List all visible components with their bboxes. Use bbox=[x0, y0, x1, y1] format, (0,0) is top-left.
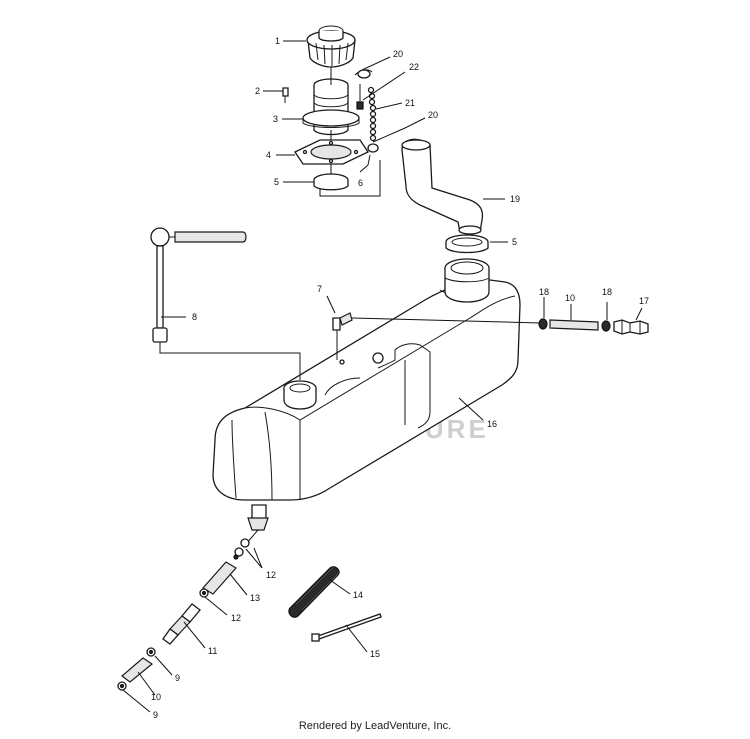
callout-4: 4 bbox=[266, 150, 271, 160]
callout-22: 22 bbox=[409, 62, 419, 72]
callout-6: 6 bbox=[358, 178, 363, 188]
fuel-line-lower bbox=[117, 529, 259, 691]
gasket bbox=[294, 139, 369, 165]
vent-line-right bbox=[351, 317, 649, 335]
callout-16: 16 bbox=[487, 419, 497, 429]
callout-1: 1 bbox=[275, 36, 280, 46]
callout-14: 14 bbox=[353, 590, 363, 600]
callout-12-upper: 12 bbox=[266, 570, 276, 580]
callout-20-upper: 20 bbox=[393, 49, 403, 59]
callout-9-upper: 9 bbox=[175, 673, 180, 683]
callout-18-right: 18 bbox=[602, 287, 612, 297]
filler-neck-adapter bbox=[302, 78, 360, 136]
callout-15: 15 bbox=[370, 649, 380, 659]
callout-8: 8 bbox=[192, 312, 197, 322]
clamp-lower bbox=[445, 234, 489, 254]
fuel-cap bbox=[306, 25, 356, 68]
callout-20-lower: 20 bbox=[428, 110, 438, 120]
vent-fitting bbox=[332, 312, 353, 360]
fuel-tank bbox=[212, 258, 521, 531]
callout-21: 21 bbox=[405, 98, 415, 108]
callout-labels: 1 2 3 4 5 6 20 22 21 20 19 5 8 7 18 10 1… bbox=[151, 36, 649, 720]
tether-chain bbox=[354, 69, 379, 166]
callout-3: 3 bbox=[273, 114, 278, 124]
callout-17: 17 bbox=[639, 296, 649, 306]
callout-11: 11 bbox=[208, 646, 217, 656]
fuel-sender bbox=[150, 227, 301, 380]
protective-sleeve bbox=[288, 565, 341, 618]
callout-7: 7 bbox=[317, 284, 322, 294]
footer-credit: Rendered by LeadVenture, Inc. bbox=[298, 720, 452, 732]
clamp-upper bbox=[313, 173, 349, 191]
callout-12-lower: 12 bbox=[231, 613, 241, 623]
screw bbox=[282, 87, 289, 103]
leader-lines bbox=[122, 40, 643, 713]
callout-19: 19 bbox=[510, 194, 520, 204]
callout-5-upper: 5 bbox=[274, 177, 279, 187]
callout-18-left: 18 bbox=[539, 287, 549, 297]
callout-13: 13 bbox=[250, 593, 260, 603]
filler-hose bbox=[401, 138, 484, 235]
callout-5-lower: 5 bbox=[512, 237, 517, 247]
callout-10-right: 10 bbox=[565, 293, 575, 303]
retaining-rod bbox=[311, 613, 382, 642]
callout-10-lower: 10 bbox=[151, 692, 161, 702]
callout-2: 2 bbox=[255, 86, 260, 96]
callout-9-lower: 9 bbox=[153, 710, 158, 720]
